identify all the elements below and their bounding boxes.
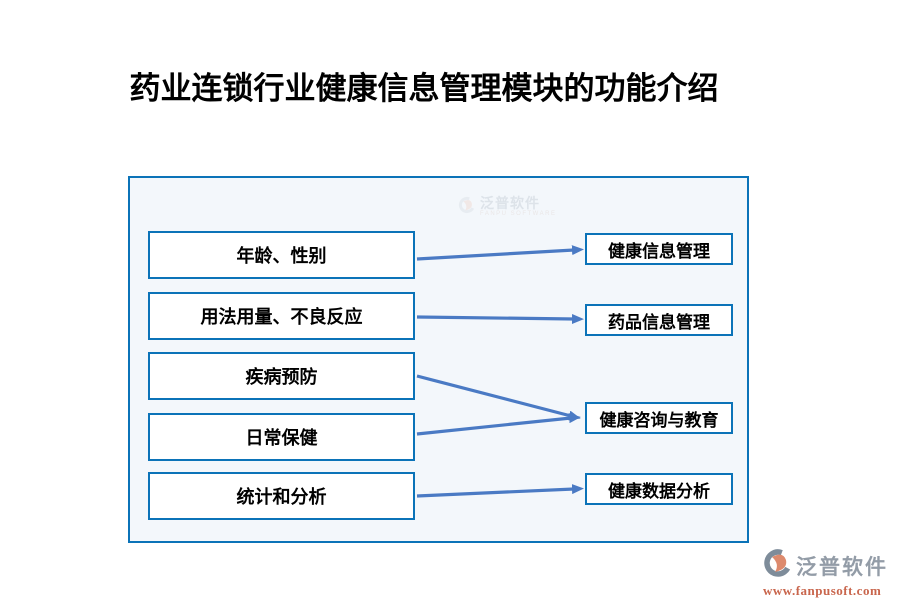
fanpu-circle-logo-icon [763, 548, 793, 583]
left-box-label: 用法用量、不良反应 [200, 307, 363, 327]
right-box-label: 药品信息管理 [608, 312, 710, 332]
footer-website-url: www.fanpusoft.com [763, 583, 882, 598]
footer-company-name: 泛普软件 [796, 555, 888, 579]
left-box-label: 疾病预防 [245, 367, 318, 387]
left-box-statistics-analysis: 统计和分析 [148, 472, 415, 520]
left-box-disease-prevention: 疾病预防 [148, 352, 415, 400]
right-box-label: 健康信息管理 [608, 241, 710, 261]
left-box-age-gender: 年龄、性别 [148, 231, 415, 279]
right-box-health-consult-education: 健康咨询与教育 [585, 402, 733, 434]
left-box-label: 日常保健 [245, 428, 318, 448]
left-box-daily-healthcare: 日常保健 [148, 413, 415, 461]
right-box-drug-info-mgmt: 药品信息管理 [585, 304, 733, 336]
left-box-dosage-reactions: 用法用量、不良反应 [148, 292, 415, 340]
right-box-health-info-mgmt: 健康信息管理 [585, 233, 733, 265]
page-title: 药业连锁行业健康信息管理模块的功能介绍 [129, 70, 719, 106]
right-box-label: 健康咨询与教育 [599, 410, 719, 430]
right-box-label: 健康数据分析 [608, 481, 710, 501]
footer-logo: 泛普软件 www.fanpusoft.com [763, 548, 898, 599]
left-box-label: 统计和分析 [236, 487, 327, 507]
left-box-label: 年龄、性别 [236, 246, 327, 266]
right-box-health-data-analysis: 健康数据分析 [585, 473, 733, 505]
